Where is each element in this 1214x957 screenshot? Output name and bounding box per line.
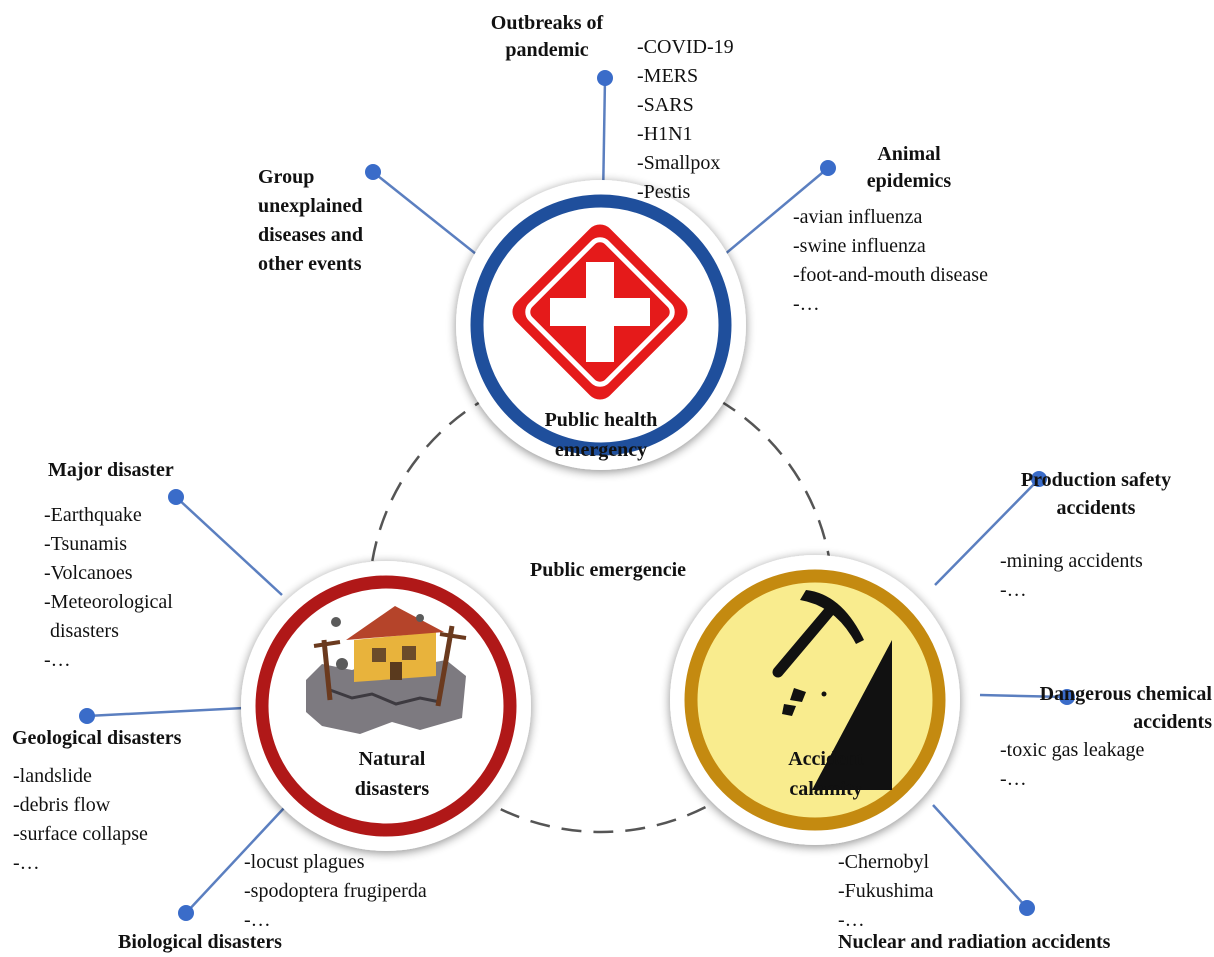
list-item: -foot-and-mouth disease (793, 264, 988, 286)
list-item: -… (1000, 768, 1027, 790)
major-disaster-list: -Earthquake -Tsunamis -Volcanoes -Meteor… (44, 501, 173, 675)
connector-dots (79, 70, 1075, 921)
connector-lines (86, 77, 1068, 914)
outbreaks-list: -COVID-19 -MERS -SARS -H1N1 -Smallpox -P… (637, 33, 734, 207)
nuclear-accidents-title: Nuclear and radiation accidents (838, 931, 1111, 953)
biological-disasters-list: -locust plagues -spodoptera frugiperda -… (244, 848, 427, 935)
accident-calamity-node (670, 555, 960, 845)
production-safety-title: Production safety accidents (1020, 469, 1172, 519)
connector-major (175, 496, 283, 596)
dot-geological (79, 708, 95, 724)
connector-production (934, 478, 1040, 586)
connector-group-unexplained (372, 171, 487, 263)
list-item: -Pestis (637, 181, 691, 203)
list-item: -Meteorological (44, 591, 173, 613)
dot-group-unexplained (365, 164, 381, 180)
geological-disasters-title: Geological disasters (12, 727, 182, 749)
list-item: -debris flow (13, 794, 111, 816)
center-label: Public emergencie (530, 559, 687, 581)
dot-outbreaks (597, 70, 613, 86)
connector-outbreaks (601, 77, 607, 201)
list-item: -SARS (637, 94, 694, 116)
animal-epidemics-title: Animal epidemics (866, 143, 952, 192)
connector-nuclear (932, 804, 1028, 909)
nuclear-accidents-list: -Chernobyl -Fukushima -… (838, 848, 934, 935)
accident-calamity-label: Accident calamity (788, 748, 864, 800)
list-item: disasters (50, 620, 119, 642)
medical-cross-icon (512, 224, 688, 400)
list-item: -spodoptera frugiperda (244, 880, 427, 902)
geological-disasters-list: -landslide -debris flow -surface collaps… (13, 762, 148, 878)
natural-disasters-node (241, 561, 531, 851)
major-disaster-title: Major disaster (48, 459, 174, 481)
list-item: -mining accidents (1000, 550, 1143, 572)
list-item: -landslide (13, 765, 92, 787)
list-item: -Chernobyl (838, 851, 930, 873)
dot-animal (820, 160, 836, 176)
public-health-node (456, 180, 746, 470)
dot-production (1031, 471, 1047, 487)
animal-epidemics-list: -avian influenza -swine influenza -foot-… (793, 203, 988, 319)
list-item: -locust plagues (244, 851, 365, 873)
list-item: -… (44, 649, 71, 671)
biological-disasters-title: Biological disasters (118, 931, 282, 953)
list-item: -surface collapse (13, 823, 148, 845)
dot-biological (178, 905, 194, 921)
list-item: -avian influenza (793, 206, 923, 228)
list-item: -… (13, 852, 40, 874)
earthquake-house-icon (306, 606, 467, 734)
connector-chemical (979, 693, 1068, 699)
list-item: -… (838, 909, 865, 931)
list-item: -COVID-19 (637, 36, 734, 58)
list-item: -… (244, 909, 271, 931)
list-item: -Smallpox (637, 152, 721, 174)
outbreaks-title: Outbreaks of pandemic (490, 12, 604, 61)
mining-pickaxe-icon (772, 590, 892, 790)
connector-geological (86, 706, 245, 718)
list-item: -H1N1 (637, 123, 693, 145)
dot-chemical (1059, 689, 1075, 705)
chemical-accidents-list: -toxic gas leakage -… (1000, 736, 1144, 794)
list-item: -Tsunamis (44, 533, 128, 555)
public-health-label: Public health emergency (544, 409, 658, 461)
production-safety-list: -mining accidents -… (1000, 547, 1143, 605)
list-item: -Volcanoes (44, 562, 133, 584)
list-item: -toxic gas leakage (1000, 739, 1145, 761)
dot-nuclear (1019, 900, 1035, 916)
connector-biological (185, 807, 285, 914)
natural-disasters-label: Natural disasters (354, 748, 430, 800)
list-item: -Earthquake (44, 504, 142, 526)
list-item: -… (793, 293, 820, 315)
list-item: -… (1000, 579, 1027, 601)
list-item: -MERS (637, 65, 699, 87)
dot-major (168, 489, 184, 505)
chemical-accidents-title: Dangerous chemical accidents (1039, 683, 1212, 733)
list-item: -Fukushima (838, 880, 934, 902)
connector-animal (717, 167, 829, 261)
list-item: -swine influenza (793, 235, 926, 257)
group-unexplained-title: Group unexplained diseases and other eve… (258, 166, 364, 275)
